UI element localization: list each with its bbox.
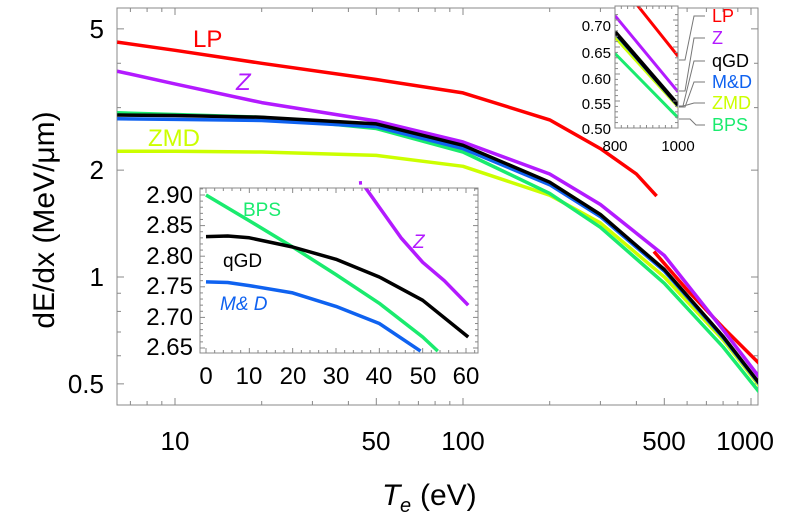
x-axis-title-unit: (eV): [420, 479, 477, 512]
inset-high-y-labels: 0.70 0.65 0.60 0.55 0.50: [582, 18, 611, 138]
series-z: [117, 69, 758, 379]
y-tick-0-5: 0.5: [68, 369, 104, 399]
inset-low-x-10: 10: [236, 363, 263, 390]
inset-low-x-60: 60: [453, 363, 480, 390]
x-tick-labels: 10 50 100 500 1000: [161, 426, 774, 456]
inset-low-x-40: 40: [366, 363, 393, 390]
inset-low-x-50: 50: [410, 363, 437, 390]
inset-high-y-0-60: 0.60: [582, 71, 611, 88]
inset-low-frame: [199, 187, 479, 354]
inset-high-y-0-70: 0.70: [582, 18, 611, 35]
inset-low-y-2-85: 2.85: [146, 212, 193, 239]
y-tick-2: 2: [90, 155, 104, 185]
x-tick-50: 50: [362, 426, 391, 456]
y-tick-labels: 5 2 1 0.5: [68, 14, 104, 399]
inset-high-ticks: [614, 6, 679, 129]
legend-lp: LP: [712, 6, 734, 26]
inset-low-series-bps: [205, 193, 439, 353]
legend-qgd: qGD: [712, 51, 749, 71]
inset-low-x-30: 30: [323, 363, 350, 390]
inset-low-y-labels: 2.90 2.85 2.80 2.75 2.70 2.65: [146, 182, 193, 361]
inset-high-series-z: [615, 14, 678, 93]
legend-z: Z: [712, 28, 723, 48]
series-lp: [117, 40, 658, 198]
y-tick-5: 5: [90, 14, 104, 44]
inset-low-annotation-z: Z: [412, 232, 426, 253]
inset-low-x-labels: 0 10 20 30 40 50 60: [199, 363, 479, 390]
legend-zmd: ZMD: [712, 93, 751, 113]
inset-low-x-20: 20: [280, 363, 307, 390]
inset-high-legend: LP Z qGD M&D ZMD BPS: [712, 6, 752, 135]
y-tick-1: 1: [90, 262, 104, 292]
inset-low-series-z: [363, 188, 470, 307]
inset-low-y-2-70: 2.70: [146, 304, 193, 331]
inset-low-y-2-65: 2.65: [146, 334, 193, 361]
series-zmd: [117, 149, 758, 387]
inset-low-annotation-qgd: qGD: [223, 251, 262, 272]
annotation-z: Z: [235, 69, 252, 96]
inset-high-series-lp: [636, 6, 678, 58]
legend-bps: BPS: [712, 115, 748, 135]
annotation-lp: LP: [193, 26, 222, 53]
inset-high-y-0-65: 0.65: [582, 45, 611, 62]
inset-high-series-bps: [615, 52, 678, 119]
inset-low-ticks: [200, 188, 478, 353]
main-series-lines: [117, 40, 758, 394]
inset-low-annotation-bps: BPS: [243, 200, 281, 221]
x-tick-10: 10: [161, 426, 190, 456]
annotation-zmd: ZMD: [148, 125, 200, 152]
legend-md: M&D: [712, 72, 752, 92]
inset-high-y-0-50: 0.50: [582, 121, 611, 138]
x-tick-500: 500: [642, 426, 685, 456]
inset-low-y-2-75: 2.75: [146, 273, 193, 300]
main-plot-frame: [116, 7, 759, 406]
inset-high-series: [615, 6, 678, 119]
inset-high-x-800: 800: [602, 138, 627, 155]
inset-low-y-2-90: 2.90: [146, 182, 193, 209]
inset-low-x-0: 0: [199, 363, 212, 390]
inset-low-series: [205, 181, 470, 353]
x-axis-title-sub: e: [400, 495, 411, 517]
x-tick-100: 100: [441, 426, 484, 456]
x-axis-title-var: T: [382, 479, 403, 512]
inset-high-series-qgd: [615, 30, 678, 107]
x-tick-1000: 1000: [716, 426, 774, 456]
inset-low-y-2-80: 2.80: [146, 243, 193, 270]
inset-high-y-0-55: 0.55: [582, 96, 611, 113]
inset-high-x-1000: 1000: [661, 138, 694, 155]
y-axis-title: dE/dx (MeV/μm): [28, 111, 61, 328]
x-axis-title: T e (eV): [382, 479, 477, 517]
legend-leader-lines: [678, 15, 705, 126]
inset-high-x-labels: 800 1000: [602, 138, 694, 155]
inset-low-series-m-d: [205, 280, 422, 353]
inset-low-series-qgd: [205, 234, 470, 339]
series-qgd: [117, 113, 758, 385]
inset-low-annotation-md: M& D: [220, 294, 268, 315]
